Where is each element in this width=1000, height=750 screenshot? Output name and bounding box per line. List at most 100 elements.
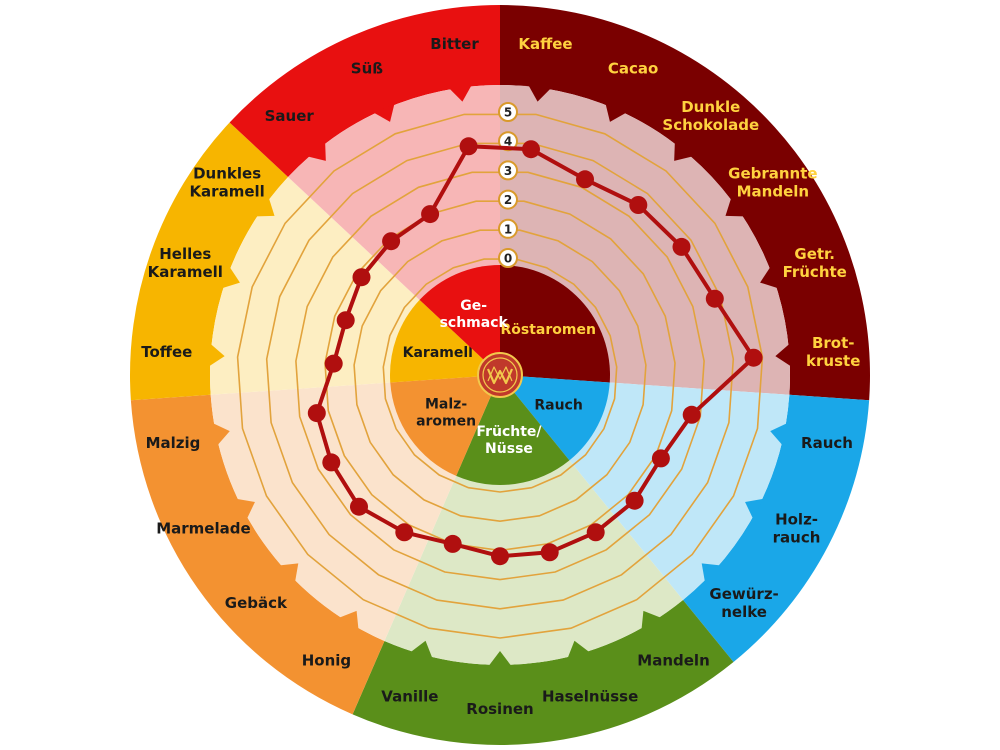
- inner-category-disc: RöstaromenRauchFrüchte/NüsseMalz-aromenK…: [390, 265, 610, 485]
- axis-notch: [770, 423, 787, 446]
- axis-notch: [488, 651, 512, 666]
- profile-point: [395, 523, 414, 542]
- attribute-label: Brot-kruste: [806, 334, 860, 370]
- profile-point: [651, 449, 670, 468]
- inner-category-sector: [500, 375, 610, 461]
- profile-point: [307, 404, 326, 423]
- scale-tick-label: 3: [504, 164, 512, 178]
- inner-category-sector: [456, 375, 570, 485]
- attribute-label: Holz-rauch: [773, 510, 821, 546]
- axis-notch: [236, 498, 255, 519]
- outer-band-sector: [683, 394, 870, 663]
- center-logo-icon: [477, 352, 523, 398]
- attribute-label: Sauer: [265, 106, 315, 124]
- inner-category-label: Malz-aromen: [416, 397, 476, 430]
- flavor-profile: [307, 137, 763, 566]
- profile-point: [352, 268, 371, 287]
- radar-grid: [209, 85, 791, 666]
- axis-notch: [641, 610, 661, 630]
- grid-ring: [324, 200, 676, 552]
- attribute-label: Mandeln: [637, 651, 709, 669]
- attribute-label: Gewürz-nelke: [709, 584, 778, 620]
- scale-tick-label: 5: [504, 106, 512, 120]
- scale-tick-badge: [498, 248, 518, 268]
- inner-category-sector: [419, 265, 500, 375]
- axis-notch: [674, 142, 693, 161]
- attribute-label: Malzig: [146, 433, 201, 451]
- attribute-label: Kaffee: [518, 35, 572, 53]
- outer-band-sector: [129, 122, 289, 401]
- inner-category-sector: [390, 299, 500, 383]
- profile-point: [586, 523, 605, 542]
- scale-tick-badge: [498, 102, 518, 122]
- grid-ring: [353, 229, 647, 523]
- profile-point: [705, 289, 724, 308]
- attribute-label: Honig: [302, 651, 351, 669]
- outer-band-sector: [229, 5, 500, 178]
- grid-ring: [236, 113, 764, 639]
- axis-notch: [775, 344, 791, 367]
- attribute-label: Rauch: [801, 433, 853, 451]
- grid-ring: [382, 258, 618, 493]
- axis-notch: [209, 344, 225, 367]
- scale-tick-label: 1: [504, 222, 512, 236]
- attribute-label: Marmelade: [156, 519, 250, 537]
- grid-ring: [265, 142, 735, 610]
- scale-tick-label: 0: [504, 252, 512, 266]
- profile-point: [459, 137, 478, 156]
- axis-notch: [701, 563, 721, 582]
- logo-ring: [482, 357, 518, 393]
- inner-category-sector: [500, 265, 610, 383]
- grid-ring: [295, 171, 705, 581]
- attribute-label: Rosinen: [466, 700, 533, 718]
- profile-point: [336, 311, 355, 330]
- outer-band-sector: [352, 599, 734, 746]
- scale-tick-badge: [498, 160, 518, 181]
- inner-category-label: Früchte/Nüsse: [476, 424, 542, 457]
- inner-category-sector: [390, 375, 500, 476]
- axis-notch: [528, 85, 551, 102]
- profile-point: [324, 354, 343, 373]
- axis-notch: [567, 640, 590, 659]
- profile-point: [322, 453, 341, 472]
- axis-notch: [410, 640, 433, 659]
- scale-tick-badge: [498, 218, 518, 239]
- scale-tick-badge: [498, 131, 518, 152]
- axis-notch: [760, 267, 778, 289]
- axis-notch: [255, 198, 275, 217]
- outer-band: [129, 5, 870, 746]
- inner-category-label: Rauch: [534, 397, 582, 413]
- attribute-label: Toffee: [141, 343, 192, 361]
- inner-category-label: Ge-schmack: [440, 298, 509, 331]
- profile-point: [629, 196, 648, 214]
- outer-band-sector: [130, 394, 385, 715]
- attribute-label: Gebäck: [225, 593, 288, 611]
- attribute-label: Bitter: [430, 35, 479, 53]
- profile-point: [682, 405, 701, 424]
- inner-category-label: Röstaromen: [501, 322, 596, 338]
- axis-notch: [449, 85, 472, 102]
- axis-notch: [339, 610, 359, 630]
- attribute-label: Cacao: [608, 59, 658, 77]
- profile-point: [625, 491, 644, 510]
- profile-point: [576, 170, 594, 189]
- outer-band-sector: [500, 5, 870, 401]
- attribute-label: Süß: [351, 59, 383, 77]
- profile-point: [672, 237, 691, 256]
- axis-notch: [213, 423, 230, 446]
- logo-mark: [486, 368, 514, 385]
- axis-notch: [745, 498, 764, 519]
- profile-point: [382, 232, 401, 251]
- profile-point: [350, 497, 368, 516]
- scale-tick-label: 4: [504, 135, 512, 149]
- profile-point: [744, 348, 763, 367]
- axis-notch: [279, 563, 299, 582]
- axis-notch: [222, 267, 240, 289]
- axis-notch: [605, 103, 627, 122]
